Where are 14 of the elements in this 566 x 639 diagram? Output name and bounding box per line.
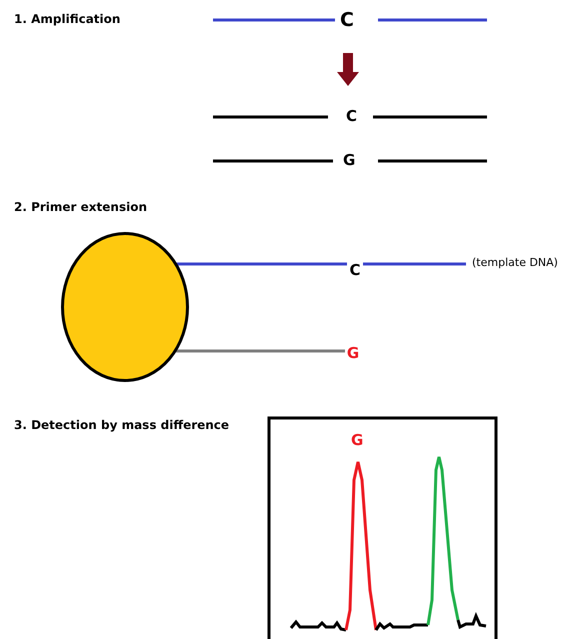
section-heading: 1. Amplification [14, 13, 120, 25]
base-letter: G [343, 153, 356, 168]
dna-strand [175, 350, 345, 352]
dna-strand [176, 262, 347, 266]
strand-label: (template DNA) [466, 256, 564, 270]
section-heading: 3. Detection by mass difference [14, 419, 230, 431]
base-letter: G [351, 433, 364, 448]
base-letter: G [345, 344, 361, 362]
base-letter: C [347, 261, 363, 279]
circle-bead [61, 232, 189, 382]
base-letter: C [340, 11, 354, 30]
dna-strand [363, 262, 466, 266]
base-letter: C [346, 109, 358, 124]
section-heading: 2. Primer extension [14, 201, 147, 213]
